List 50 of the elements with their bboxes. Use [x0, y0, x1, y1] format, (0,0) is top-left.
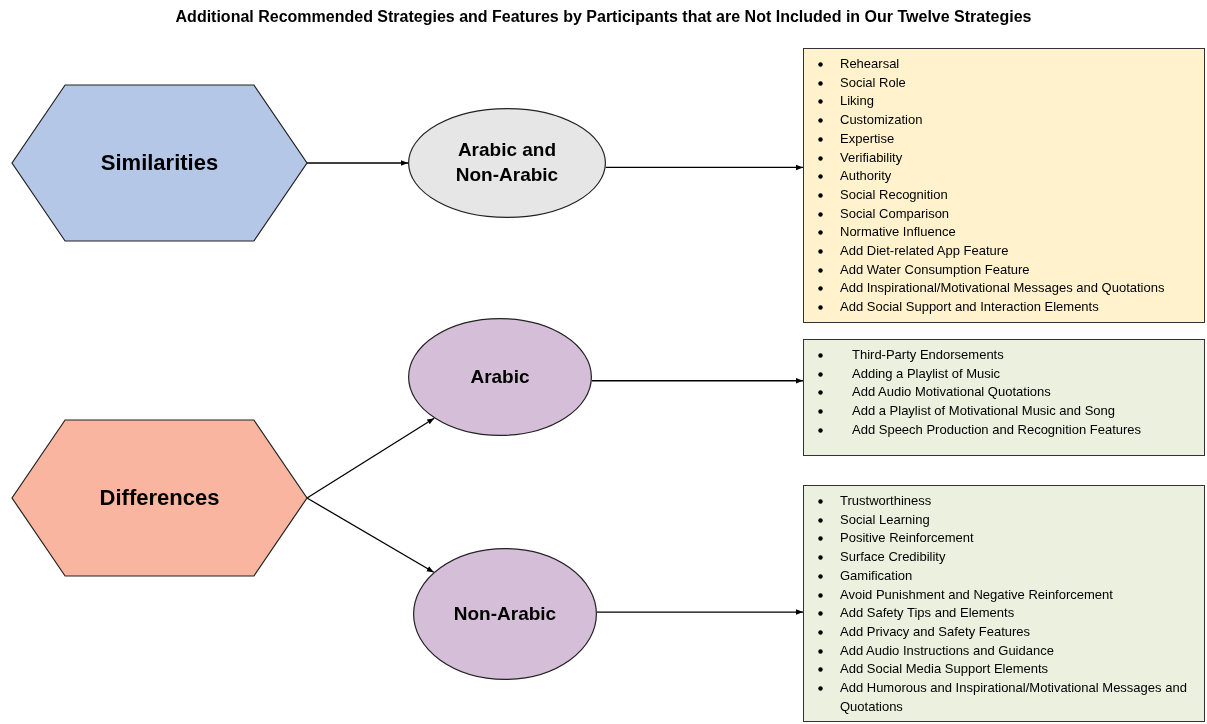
list-item: Social Comparison	[840, 205, 950, 221]
list-item: Surface Credibility	[840, 549, 946, 565]
arrow	[591, 377, 804, 384]
arrow	[306, 160, 409, 166]
list-item: Add Water Consumption Feature	[840, 261, 1030, 277]
arrow	[605, 164, 804, 171]
arrow	[596, 609, 804, 615]
list-item: Add Social Media Support Elements	[840, 661, 1049, 677]
list-box	[803, 48, 1205, 323]
list-item: Social Role	[840, 74, 906, 90]
list-item: Adding a Playlist of Music	[852, 365, 1001, 381]
list-item: Trustworthiness	[840, 493, 932, 508]
list-item: Customization	[840, 112, 923, 128]
list-box	[803, 485, 1205, 722]
list-item: Add Audio Motivational Quotations	[852, 384, 1051, 400]
node-label: Arabic and Non-Arabic	[454, 138, 560, 187]
list-item: Add Inspirational/Motivational Messages and Quotations	[840, 280, 1165, 296]
hexagon-node	[12, 85, 307, 241]
node-label: Differences	[99, 483, 220, 512]
list-item: Add a Playlist of Motivational Music and Song	[852, 403, 1116, 419]
hexagon-node	[12, 420, 307, 576]
arrow	[306, 417, 435, 499]
diagram-title: Additional Recommended Strategies and Features by Participants that are Not Included in Our Twelve Strategies	[174, 8, 1033, 26]
node-label: Arabic	[470, 364, 530, 389]
list-item: Add Audio Instructions and Guidance	[840, 642, 1054, 658]
arrow	[306, 497, 435, 573]
list-item: Social Learning	[840, 511, 930, 527]
list-item: Third-Party Endorsements	[852, 347, 1004, 362]
ellipse-node	[408, 108, 606, 218]
list-item: Avoid Punishment and Negative Reinforcement	[840, 586, 1113, 602]
list-item: Add Privacy and Safety Features	[840, 623, 1031, 639]
node-label: Similarities	[100, 148, 219, 177]
list-item: Normative Influence	[840, 224, 956, 240]
list-item: Add Speech Production and Recognition Features	[852, 421, 1142, 437]
list-item: Authority	[840, 168, 892, 184]
ellipse-node	[413, 548, 597, 680]
list-box	[803, 339, 1205, 456]
list-item: Gamification	[840, 567, 913, 583]
list-item: Add Safety Tips and Elements	[840, 605, 1015, 621]
list-item: Positive Reinforcement	[840, 530, 974, 546]
node-label: Non-Arabic	[453, 601, 557, 626]
list-item: Liking	[840, 93, 874, 109]
ellipse-node	[408, 318, 592, 436]
list-item: Rehearsal	[840, 56, 900, 71]
list-item: Social Recognition	[840, 186, 948, 202]
list-item: Verifiability	[840, 149, 903, 165]
list-item: Add Diet-related App Feature	[840, 243, 1009, 259]
list-item: Add Humorous and Inspirational/Motivational Messages and Quotations	[840, 680, 1187, 714]
list-item: Add Social Support and Interaction Elements	[840, 299, 1099, 315]
list-item: Expertise	[840, 130, 895, 146]
